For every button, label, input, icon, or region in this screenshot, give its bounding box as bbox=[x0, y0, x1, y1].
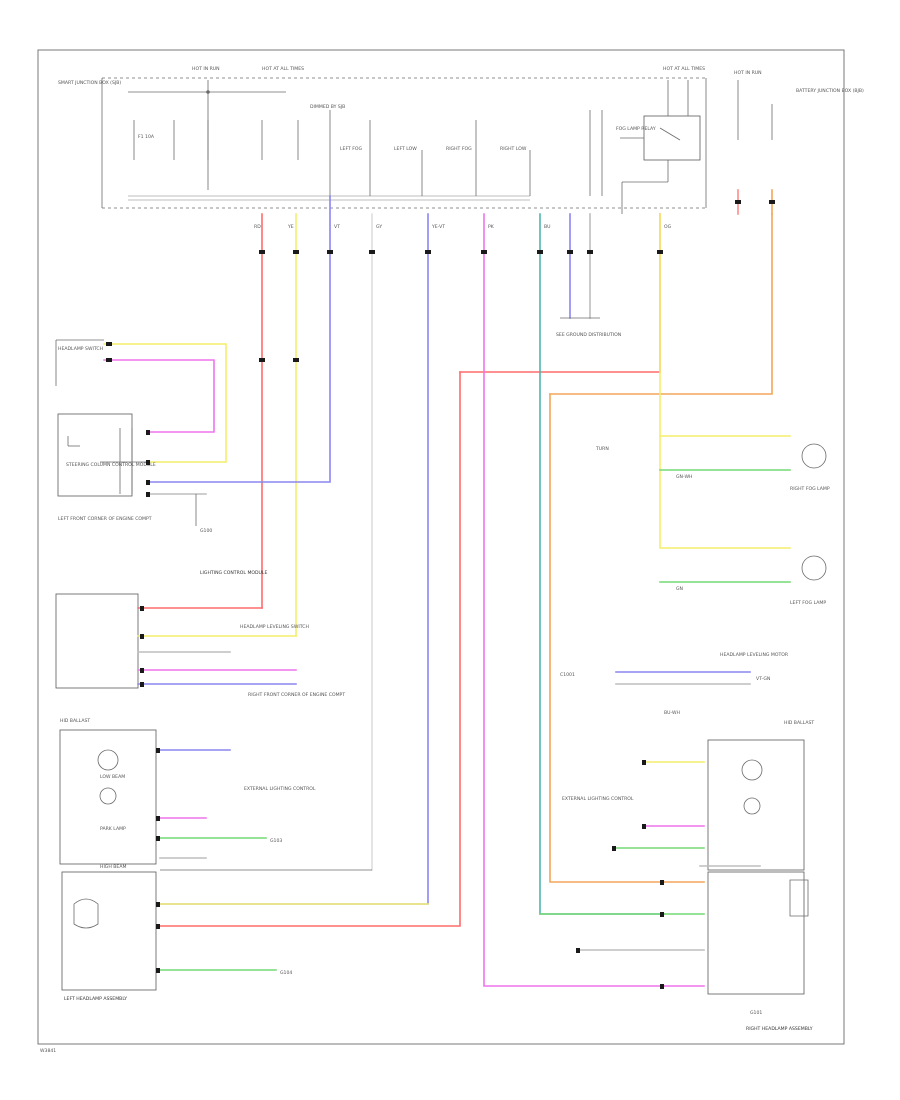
gnd-lh-label: G100 bbox=[200, 528, 212, 534]
wire-gn-tag-2: GN bbox=[676, 586, 683, 592]
wire-yv-tag: YE-VT bbox=[431, 224, 445, 230]
right-head-label: RIGHT HEADLAMP ASSEMBLY bbox=[746, 1026, 813, 1032]
low-beam-label: LOW BEAM bbox=[100, 774, 125, 780]
left-ballast-box bbox=[59, 729, 157, 865]
wire-violet-tag: VT bbox=[334, 224, 340, 230]
wire-magenta-tag: PK bbox=[488, 224, 495, 230]
wire-buwh-tag: BU-WH bbox=[664, 710, 680, 716]
hid-rh-label: HID BALLAST bbox=[784, 720, 814, 726]
steering-module-box bbox=[57, 413, 133, 497]
lamp-fuse-label: F1 10A bbox=[138, 134, 155, 140]
hot-battery-label: HOT AT ALL TIMES bbox=[262, 66, 304, 72]
left-headlamp-box bbox=[61, 871, 157, 991]
left-low-label: LEFT LOW bbox=[394, 146, 417, 152]
hot-battery2-label: HOT AT ALL TIMES bbox=[663, 66, 705, 72]
lcm-label: LIGHTING CONTROL MODULE bbox=[200, 570, 267, 576]
battery-module-label: BATTERY JUNCTION BOX (BJB) bbox=[796, 88, 864, 94]
left-switch-group: HEADLAMP SWITCH STEERING COLUMN CONTROL … bbox=[55, 339, 227, 534]
hot-run2-label: HOT IN RUN bbox=[734, 70, 762, 76]
splice-lh-label: LEFT FRONT CORNER OF ENGINE COMPT bbox=[58, 516, 152, 522]
wire-yellow-tag: YE bbox=[287, 224, 294, 230]
lcm-box bbox=[55, 593, 139, 689]
fog-lamps-group: TURN RIGHT FOG LAMP LEFT FOG LAMP GN-WH … bbox=[595, 443, 830, 606]
fog-relay-box bbox=[643, 115, 701, 161]
hid-lh-label: HID BALLAST bbox=[60, 718, 90, 724]
wire-vtgn-tag: VT-GN bbox=[756, 676, 770, 682]
high-beam-label: HIGH BEAM bbox=[100, 864, 126, 870]
splice-eng-right-label: EXTERNAL LIGHTING CONTROL bbox=[562, 796, 634, 802]
hot-run-label: HOT IN RUN bbox=[192, 66, 220, 72]
gnd-rr-label: G104 bbox=[280, 970, 292, 976]
steering-module-label: STEERING COLUMN CONTROL MODULE bbox=[66, 462, 156, 468]
wire-gray-tag: GY bbox=[376, 224, 382, 230]
gnd-rh-label: G101 bbox=[750, 1010, 762, 1016]
wire-harness: SEE GROUND DISTRIBUTION RD YE VT GY YE-V… bbox=[149, 189, 791, 987]
headlamp-switch-label: HEADLAMP SWITCH bbox=[58, 346, 103, 352]
wire-red-tag: RD bbox=[254, 224, 261, 230]
diagram-frame bbox=[37, 49, 845, 1045]
park-lamp-label: PARK LAMP bbox=[100, 826, 126, 832]
gnd-mid-label: G103 bbox=[270, 838, 282, 844]
right-low-label: RIGHT LOW bbox=[500, 146, 527, 152]
left-head-label: LEFT HEADLAMP ASSEMBLY bbox=[64, 996, 127, 1002]
top-module: SMART JUNCTION BOX (SJB) HOT IN RUN HOT … bbox=[58, 66, 864, 214]
splice-rh-label: RIGHT FRONT CORNER OF ENGINE COMPT bbox=[248, 692, 345, 698]
splice-gnd-label: SEE GROUND DISTRIBUTION bbox=[556, 332, 621, 338]
footer-code: W3841 bbox=[40, 1048, 56, 1054]
right-headlamp-group: HID BALLAST EXTERNAL LIGHTING CONTROL G1… bbox=[562, 720, 814, 1032]
left-fog-lamp-label: LEFT FOG LAMP bbox=[790, 600, 826, 606]
top-left-module-label: SMART JUNCTION BOX (SJB) bbox=[58, 80, 121, 86]
lcm-group: LIGHTING CONTROL MODULE HEADLAMP LEVELIN… bbox=[55, 570, 345, 698]
right-ballast-box bbox=[707, 739, 805, 871]
leveling-group: HEADLAMP LEVELING MOTOR C1001 VT-GN BU-W… bbox=[560, 652, 789, 716]
hybrid-unit-label: HEADLAMP LEVELING SWITCH bbox=[240, 624, 309, 630]
right-fog-lamp-label: RIGHT FOG LAMP bbox=[790, 486, 830, 492]
left-fog-label: LEFT FOG bbox=[340, 146, 363, 152]
wire-gn-tag: GN-WH bbox=[676, 474, 692, 480]
left-headlamp-group: HID BALLAST LOW BEAM PARK LAMP EXTERNAL … bbox=[59, 718, 372, 1002]
right-headlamp-box bbox=[707, 871, 805, 995]
right-fog-label: RIGHT FOG bbox=[446, 146, 472, 152]
splice-eng-label: EXTERNAL LIGHTING CONTROL bbox=[244, 786, 316, 792]
c-lamp-label: C1001 bbox=[560, 672, 575, 678]
relay-label: FOG LAMP RELAY bbox=[616, 126, 656, 132]
fog-splice-label: TURN bbox=[595, 446, 609, 452]
wire-orange-tag: OG bbox=[664, 224, 672, 230]
wire-teal-tag: BU bbox=[544, 224, 551, 230]
headlamp-adj-label: HEADLAMP LEVELING MOTOR bbox=[720, 652, 789, 658]
dim-note: DIMMED BY SJB bbox=[310, 104, 345, 110]
